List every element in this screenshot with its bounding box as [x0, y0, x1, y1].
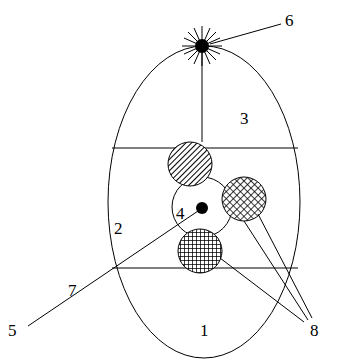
- callout-number: 3: [240, 110, 249, 127]
- center-dot: [196, 202, 208, 214]
- callout-number: 8: [310, 322, 319, 339]
- cell-outline: [108, 46, 300, 358]
- callout-number: 1: [200, 322, 209, 339]
- hatched-circle: [178, 229, 222, 273]
- callout-number: 6: [285, 12, 294, 29]
- star-center: [195, 39, 209, 53]
- hatched-circle: [168, 142, 212, 186]
- hatched-circle: [222, 177, 266, 221]
- callout-number: 4: [176, 205, 185, 222]
- callout-number: 7: [68, 282, 77, 299]
- leader-line: [28, 24, 312, 326]
- callout-number: 5: [8, 322, 17, 339]
- callout-number: 2: [114, 220, 123, 237]
- star-rays: [182, 26, 222, 66]
